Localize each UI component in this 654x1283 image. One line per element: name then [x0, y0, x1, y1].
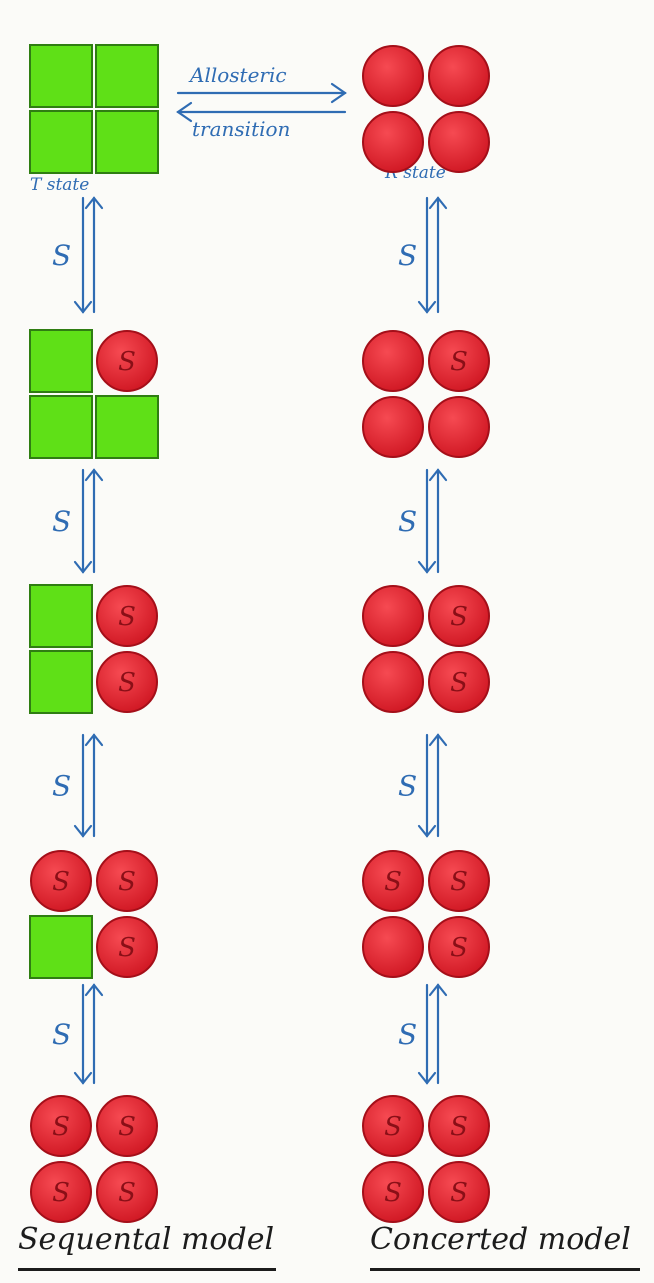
r-state-subunit-bound: [428, 1095, 490, 1157]
r-state-subunit: [362, 396, 424, 458]
r-state-subunit-bound: [362, 850, 424, 912]
substrate-mark: S: [384, 1178, 402, 1208]
sequential-stage-2: S: [29, 329, 159, 459]
substrate-binding-arrows: S S S S S S S S: [52, 196, 448, 1085]
substrate-mark: S: [118, 602, 136, 632]
t-state-subunit: [95, 44, 159, 108]
r-state-subunit: [362, 585, 424, 647]
substrate-mark: S: [450, 668, 468, 698]
concerted-binding-arrow-4: [417, 983, 448, 1085]
r-state-subunit-bound: [428, 916, 490, 978]
r-state-subunit: [362, 111, 424, 173]
substrate-mark: S: [384, 1112, 402, 1142]
r-state-subunit-bound: [362, 1161, 424, 1223]
r-state-subunit-bound: [96, 651, 158, 713]
r-state-subunit-bound: [428, 850, 490, 912]
r-state-subunit: [428, 111, 490, 173]
substrate-mark: S: [52, 1112, 70, 1142]
sequential-binding-arrow-1: [73, 196, 104, 314]
substrate-mark: S: [450, 1112, 468, 1142]
r-state-subunit-bound: [362, 1095, 424, 1157]
t-state-subunit: [29, 915, 93, 979]
r-state-subunit-bound: [96, 1095, 158, 1157]
substrate-mark: S: [118, 867, 136, 897]
t-state-subunit: [29, 44, 93, 108]
concerted-stage-2: S: [362, 330, 490, 458]
sequential-model-underline: [18, 1268, 276, 1271]
substrate-label: S: [52, 1018, 71, 1051]
allosteric-transition-arrows: [176, 82, 347, 123]
sequential-model-caption: Sequental model: [18, 1222, 275, 1257]
concerted-binding-arrow-1: [417, 196, 448, 314]
t-state-subunit: [29, 584, 93, 648]
t-state-subunit: [29, 650, 93, 714]
t-state-subunit: [95, 395, 159, 459]
substrate-mark: S: [118, 1178, 136, 1208]
r-state-subunit: [362, 330, 424, 392]
substrate-label: S: [52, 770, 71, 803]
r-state-subunit: [362, 916, 424, 978]
substrate-mark: S: [52, 1178, 70, 1208]
r-state-subunit-bound: [428, 330, 490, 392]
substrate-mark: S: [118, 1112, 136, 1142]
concerted-stage-1: [362, 45, 490, 173]
r-state-subunit: [428, 45, 490, 107]
sequential-stage-1: [29, 44, 159, 174]
concerted-model-caption: Concerted model: [370, 1222, 631, 1257]
sequential-binding-arrow-4: [73, 983, 104, 1085]
substrate-mark: S: [118, 668, 136, 698]
r-state-subunit-bound: [30, 850, 92, 912]
substrate-label: S: [52, 505, 71, 538]
substrate-mark: S: [52, 867, 70, 897]
substrate-mark: S: [450, 347, 468, 377]
t-state-label: T state: [30, 175, 89, 195]
sequential-binding-arrow-2: [73, 468, 104, 574]
r-state-subunit-bound: [96, 1161, 158, 1223]
t-state-subunit: [29, 395, 93, 459]
r-state-subunit-bound: [30, 1095, 92, 1157]
substrate-mark: S: [118, 933, 136, 963]
r-state-subunit-bound: [96, 850, 158, 912]
substrate-label: S: [52, 239, 71, 272]
r-state-subunit: [362, 45, 424, 107]
transition-label-top: Allosteric: [188, 63, 287, 87]
r-state-subunit-bound: [428, 651, 490, 713]
r-state-subunit-bound: [96, 330, 158, 392]
substrate-label: S: [398, 770, 417, 803]
concerted-stage-4: S S S: [362, 850, 490, 978]
r-state-subunit: [428, 396, 490, 458]
sequential-stage-3: SS: [29, 584, 158, 714]
sequential-stage-4: S S S: [29, 850, 158, 979]
transition-label-bottom: transition: [192, 117, 290, 141]
sequential-stage-5: S S S S: [30, 1095, 158, 1223]
t-state-subunit: [95, 110, 159, 174]
substrate-mark: S: [450, 1178, 468, 1208]
substrate-mark: S: [384, 867, 402, 897]
substrate-label: S: [398, 505, 417, 538]
sequential-binding-arrow-3: [73, 733, 104, 838]
concerted-stage-5: S S S S: [362, 1095, 490, 1223]
concerted-model-underline: [370, 1268, 640, 1271]
r-state-subunit-bound: [30, 1161, 92, 1223]
r-state-subunit-bound: [428, 585, 490, 647]
r-state-subunit-bound: [428, 1161, 490, 1223]
r-state-subunit-bound: [96, 585, 158, 647]
concerted-binding-arrow-2: [417, 468, 448, 574]
substrate-mark: S: [118, 347, 136, 377]
substrate-mark: S: [450, 867, 468, 897]
substrate-mark: S: [450, 933, 468, 963]
substrate-label: S: [398, 1018, 417, 1051]
concerted-stage-3: SS: [362, 585, 490, 713]
t-state-subunit: [29, 110, 93, 174]
r-state-subunit: [362, 651, 424, 713]
substrate-mark: S: [450, 602, 468, 632]
t-state-subunit: [29, 329, 93, 393]
r-state-subunit-bound: [96, 916, 158, 978]
concerted-binding-arrow-3: [417, 733, 448, 838]
substrate-label: S: [398, 239, 417, 272]
